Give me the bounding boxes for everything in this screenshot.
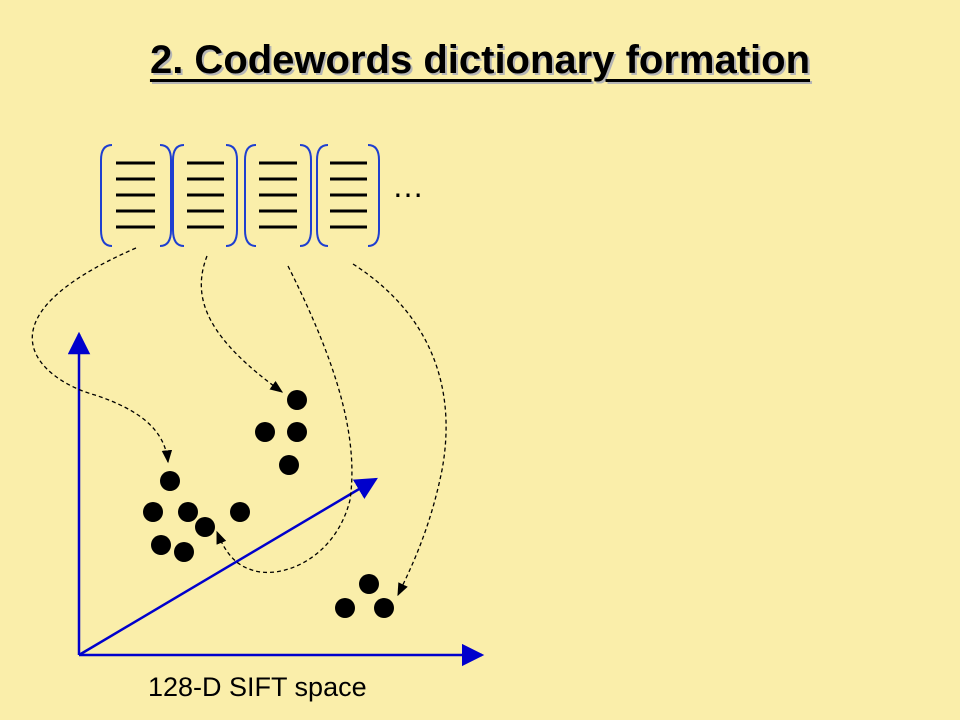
feature-point <box>255 422 275 442</box>
feature-point <box>230 502 250 522</box>
cluster-3 <box>335 574 394 618</box>
cluster-2 <box>255 390 307 475</box>
feature-point <box>178 502 198 522</box>
codeword-vector-4 <box>316 144 380 247</box>
feature-point <box>195 517 215 537</box>
codeword-arrows <box>31 247 447 597</box>
codeword-vector-3 <box>244 144 312 247</box>
feature-point <box>279 455 299 475</box>
feature-point <box>151 535 171 555</box>
feature-point <box>160 471 180 491</box>
feature-point <box>335 598 355 618</box>
codeword-vectors <box>100 144 380 247</box>
codeword-vector-2 <box>172 144 238 247</box>
more-codewords-ellipsis: … <box>392 168 426 204</box>
feature-point <box>143 502 163 522</box>
cluster-1 <box>143 471 250 562</box>
feature-point <box>374 598 394 618</box>
feature-point <box>287 422 307 442</box>
arrow-codeword-1 <box>31 247 173 464</box>
slide-title: 2. Codewords dictionary formation <box>149 38 811 82</box>
arrow-codeword-4 <box>352 263 447 597</box>
arrow-codeword-3 <box>216 265 353 574</box>
feature-space-axes <box>67 331 485 667</box>
feature-point <box>359 574 379 594</box>
feature-space-label: 128-D SIFT space <box>148 672 367 702</box>
z-axis <box>78 477 378 657</box>
feature-point <box>174 542 194 562</box>
feature-point <box>287 390 307 410</box>
codeword-vector-1 <box>100 144 172 247</box>
arrow-codeword-2 <box>200 255 284 393</box>
